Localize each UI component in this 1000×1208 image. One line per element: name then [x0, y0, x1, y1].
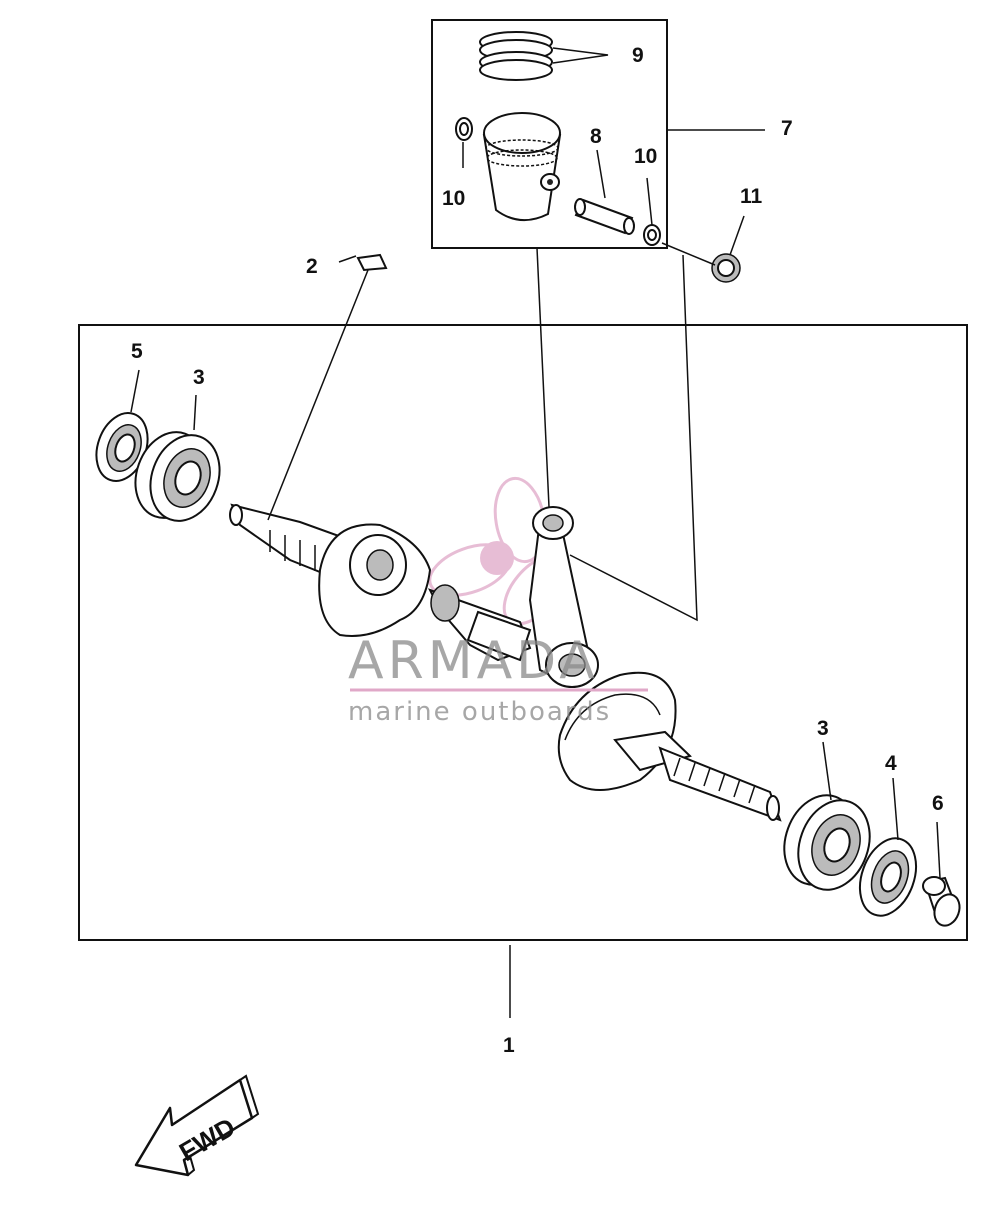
piston: [482, 112, 562, 221]
piston-kit-frame: [431, 19, 668, 249]
piston-pin: [574, 198, 635, 235]
collar: [922, 876, 961, 927]
callout-9: 9: [632, 44, 644, 67]
circlip-left: [455, 117, 473, 141]
bearing-upper: [134, 431, 221, 522]
callout-7: 7: [781, 117, 793, 140]
crankshaft-assembly-frame: [78, 324, 968, 941]
connecting-rod: [528, 506, 599, 688]
woodruff-key: [356, 253, 388, 272]
needle-bearing-small-end: [711, 253, 741, 283]
callout-8: 8: [590, 125, 602, 148]
oil-seal-upper: [95, 412, 149, 482]
callout-10-left: 10: [442, 187, 465, 210]
watermark-subtitle: marine outboards: [348, 697, 611, 727]
oil-seal-lower: [858, 837, 918, 917]
callout-1: 1: [503, 1034, 515, 1057]
callout-2: 2: [306, 255, 318, 278]
callout-10-right: 10: [634, 145, 657, 168]
callout-6: 6: [932, 792, 944, 815]
crankshaft: [229, 503, 782, 822]
callout-3-lower: 3: [817, 717, 829, 740]
piston-rings: [479, 31, 553, 81]
callout-5: 5: [131, 340, 143, 363]
callout-3-upper: 3: [193, 366, 205, 389]
callout-4: 4: [885, 752, 897, 775]
leader-lines: [130, 47, 941, 1018]
watermark-title: ARMADA: [348, 631, 599, 691]
bearing-lower: [783, 794, 871, 891]
circlip-right: [643, 224, 661, 246]
callout-11: 11: [740, 185, 763, 208]
forward-arrow-icon: FWD: [134, 1074, 260, 1177]
